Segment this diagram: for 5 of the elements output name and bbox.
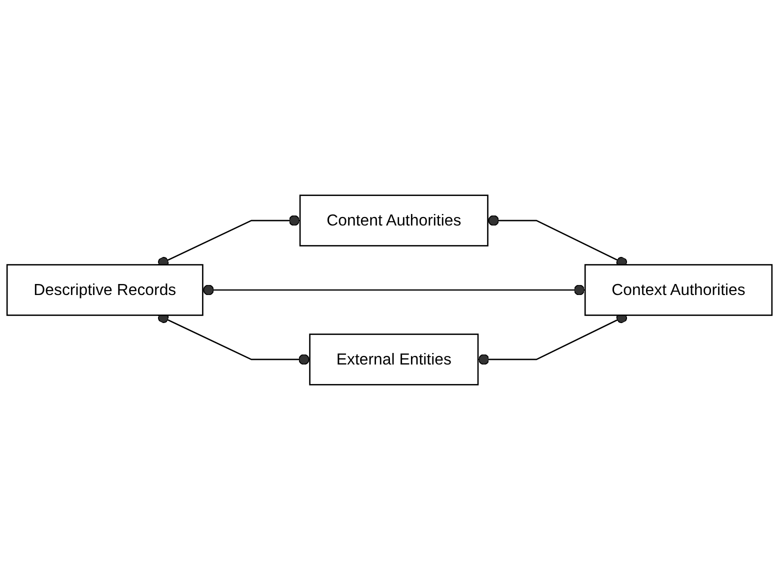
connector	[202, 284, 586, 296]
node-box: Context Authorities	[584, 264, 773, 316]
node-box: Descriptive Records	[6, 264, 204, 316]
node-box: Content Authorities	[299, 194, 488, 246]
node-box: External Entities	[309, 334, 479, 386]
